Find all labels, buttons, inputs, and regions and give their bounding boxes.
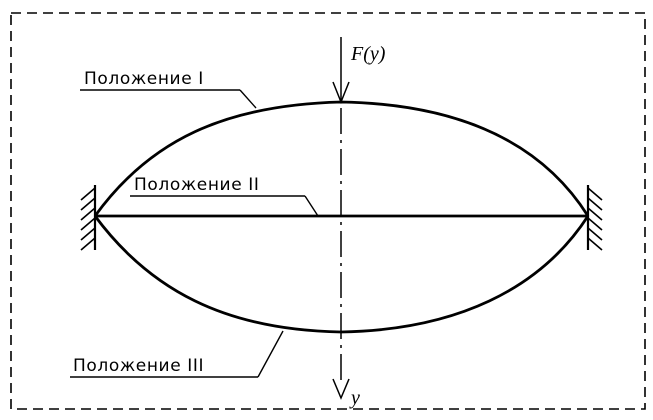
- right-support-icon: [586, 185, 603, 251]
- axis-arrow-icon: [332, 378, 350, 400]
- leader-position-3: [70, 330, 284, 378]
- leader-position-1: [80, 89, 257, 109]
- left-support-icon: [80, 185, 97, 251]
- force-arrow-icon: [332, 37, 350, 105]
- label-axis-y: y: [349, 387, 360, 409]
- label-force: F(y): [350, 43, 386, 65]
- label-position-2: Положение II: [134, 175, 259, 195]
- label-position-1: Положение I: [84, 69, 204, 89]
- beam-position-3-curve: [93, 215, 590, 334]
- beam-position-1-curve: [93, 100, 590, 217]
- leader-position-2: [130, 195, 319, 217]
- dashed-frame: [10, 12, 646, 410]
- label-position-3: Положение III: [73, 356, 204, 376]
